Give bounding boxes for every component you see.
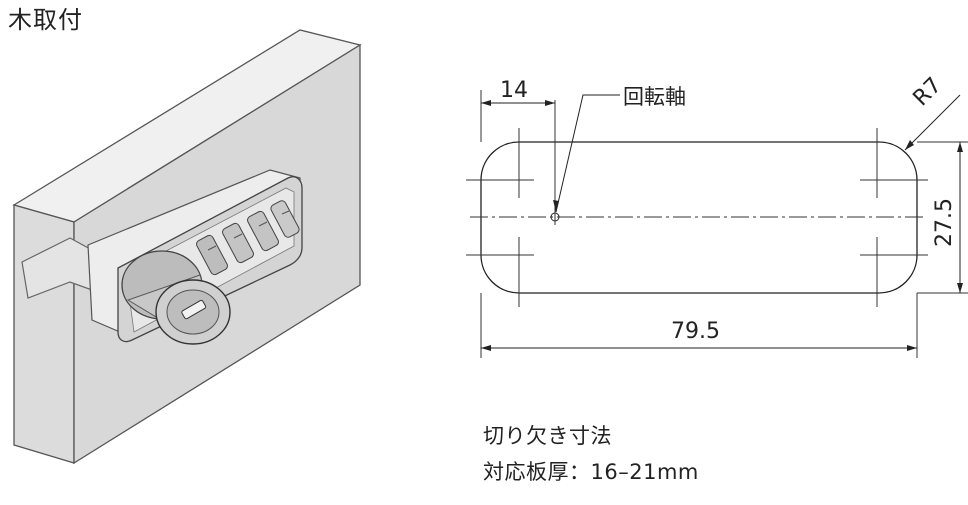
pivot-label: 回転軸	[623, 85, 686, 109]
pivot-leader	[555, 94, 620, 213]
combination-dials	[196, 200, 300, 276]
cutout-drawing: 14 回転軸 79.5 27.5 R7	[466, 73, 968, 358]
key-cylinder	[121, 250, 231, 345]
dial-4	[270, 200, 300, 238]
dim-height-label: 27.5	[932, 198, 957, 247]
dial-3	[247, 210, 279, 252]
cutout-dimension-caption: 切り欠き寸法	[483, 424, 612, 448]
dial-2	[222, 222, 254, 264]
dial-1	[196, 234, 228, 276]
panel-thickness-caption: 対応板厚：16–21mm	[483, 460, 699, 484]
lock-illustration	[12, 29, 362, 465]
corner-crosshairs	[466, 128, 928, 307]
dim-radius-label: R7	[909, 73, 947, 111]
radius-leader	[904, 94, 961, 151]
dim-offset-label: 14	[500, 78, 528, 103]
keyhole	[181, 299, 207, 320]
mounting-type-title: 木取付	[8, 6, 83, 34]
dim-width-label: 79.5	[671, 319, 720, 344]
